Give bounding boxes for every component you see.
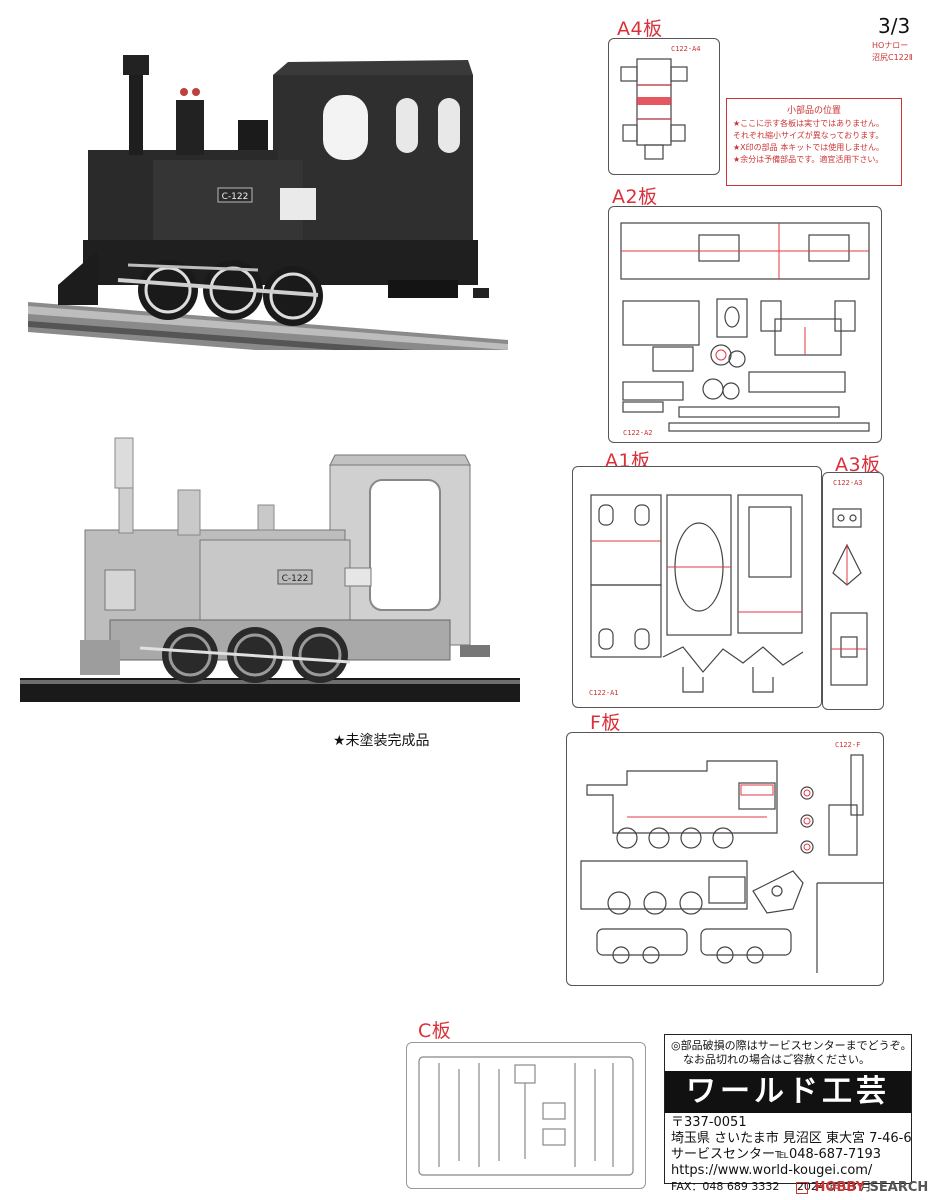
kit-model-line: 沼尻C122Ⅱ <box>872 53 913 62</box>
sheet-c-frame <box>406 1042 646 1189</box>
print-date: 2024 年 03 月 <box>796 1180 872 1193</box>
postal-code: 〒337-0051 <box>671 1115 747 1130</box>
sheet-a3-label: A3板 <box>835 454 881 476</box>
sheet-f-code: C122-F <box>835 741 861 749</box>
sheet-a1-code: C122-A1 <box>589 689 619 697</box>
parts-note-line: それぞれ縮小サイズが異なっております。 <box>733 131 884 140</box>
sheet-a1-frame: C122-A1 <box>572 466 822 708</box>
service-note-2: なお品切れの場合はご容赦ください。 <box>683 1053 870 1066</box>
sheet-a4-code: C122-A4 <box>671 45 701 53</box>
parts-note-line: ★余分は予備部品です。適宜活用下さい。 <box>733 155 884 164</box>
address: 埼玉県 さいたま市 見沼区 東大宮 7-46-6 <box>671 1131 912 1146</box>
parts-note-line: ★ここに示す各板は実寸ではありません。 <box>733 119 884 128</box>
sheet-a2-code: C122-A2 <box>623 429 653 437</box>
brand-logo: ワールド工芸 <box>665 1071 911 1113</box>
page-number: 3/3 <box>878 14 911 38</box>
watermark-brand: HOBBY <box>814 1180 865 1195</box>
website-url[interactable]: https://www.world-kougei.com/ <box>671 1163 873 1178</box>
sheet-f-frame: C122-F <box>566 732 884 986</box>
hobby-search-watermark: HOBBY SEARCH <box>796 1180 928 1195</box>
fax-number: FAX：048 689 3332 <box>671 1180 780 1193</box>
sheet-c-label: C板 <box>418 1020 452 1042</box>
parts-note-title: 小部品の位置 <box>786 106 841 116</box>
fax-and-date: FAX：048 689 3332 2024 年 03 月 <box>665 1179 911 1195</box>
company-info-box: ◎部品破損の際はサービスセンターまでどうぞ。 なお品切れの場合はご容赦ください。… <box>664 1034 912 1193</box>
watermark-logo-icon <box>796 1181 808 1194</box>
watermark-suffix: SEARCH <box>869 1180 929 1195</box>
sheet-a4-frame: C122-A4 <box>608 38 720 175</box>
painted-locomotive-photo: C-122 <box>27 40 509 370</box>
painted-plate-text: C-122 <box>222 192 249 202</box>
service-center-phone: サービスセンター℡048-687-7193 <box>671 1147 882 1162</box>
sheet-a2-frame: C122-A2 <box>608 206 882 443</box>
parts-note-box: 小部品の位置 ★ここに示す各板は実寸ではありません。 それぞれ縮小サイズが異なっ… <box>726 98 902 186</box>
sheet-f-label: F板 <box>590 712 621 734</box>
sheet-a2-label: A2板 <box>612 186 658 208</box>
unpainted-caption: ★未塗装完成品 <box>333 733 430 749</box>
kit-scale-line: HOナロー <box>872 41 909 50</box>
sheet-a4-label: A4板 <box>617 18 663 40</box>
parts-note-line: ★X印の部品 本キットでは使用しません。 <box>733 143 884 152</box>
service-note: ◎部品破損の際はサービスセンターまでどうぞ。 <box>671 1039 912 1052</box>
sheet-a3-frame: C122-A3 <box>822 472 884 710</box>
sheet-a3-code: C122-A3 <box>833 479 863 487</box>
unpainted-locomotive-photo: C-122 <box>20 430 520 715</box>
unpainted-plate-text: C-122 <box>282 574 309 584</box>
